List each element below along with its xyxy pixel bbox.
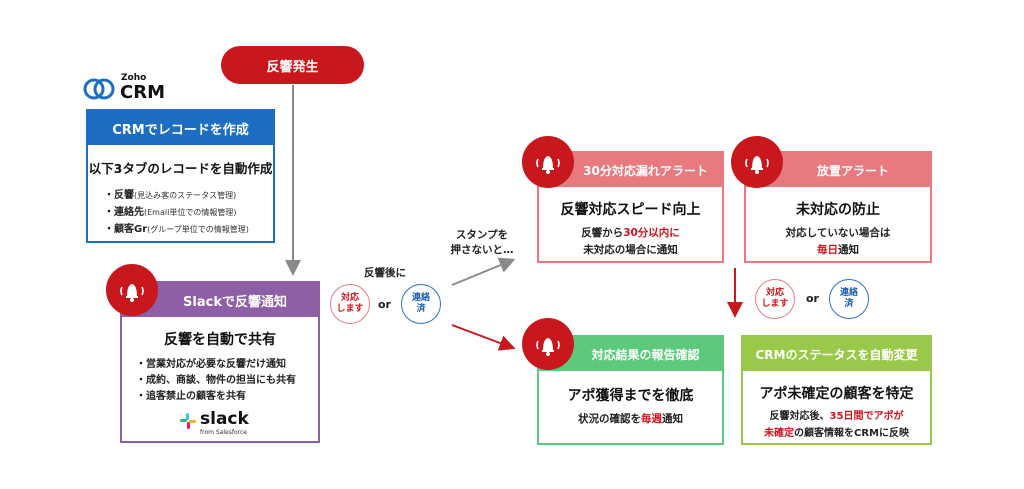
zoho-logo-icon bbox=[83, 78, 115, 100]
zoho-crm-logo: Zoho CRM bbox=[83, 73, 173, 103]
alert-idle-title: 未対応の防止 bbox=[796, 202, 880, 218]
bell-icon bbox=[536, 338, 560, 356]
slack-logo-icon bbox=[180, 413, 196, 429]
stamp-taiou-shimasu-right: 対応 します bbox=[755, 279, 795, 319]
list-item: ・成約、商談、物件の担当にも共有 bbox=[136, 375, 296, 386]
crm-status-header: CRMのステータスを自動変更 bbox=[743, 337, 930, 371]
bell-icon bbox=[536, 156, 560, 174]
alert-idle-text: 対応していない場合は 毎日通知 bbox=[785, 227, 891, 256]
mid-or-label: or bbox=[378, 298, 391, 311]
slack-logo: slack from Salesforce bbox=[180, 409, 270, 441]
bell-icon bbox=[120, 284, 144, 302]
bell-icon bbox=[745, 156, 769, 174]
stamp-renraku-zumi-right: 連絡 済 bbox=[829, 279, 869, 319]
list-item: ・連絡先(Email単位での情報管理) bbox=[104, 207, 237, 218]
crm-record-card: CRMでレコードを作成 以下3タブのレコードを自動作成 ・反響(見込み客のステー… bbox=[86, 109, 275, 243]
list-item: ・反響(見込み客のステータス管理) bbox=[104, 190, 237, 201]
trigger-pill: 反響発生 bbox=[221, 46, 364, 84]
arrow-to-alert bbox=[451, 257, 516, 286]
stamp-renraku-zumi: 連絡 済 bbox=[401, 284, 441, 324]
alert-idle-bell-badge bbox=[731, 136, 783, 188]
alert-30min-title: 反響対応スピード向上 bbox=[560, 202, 701, 218]
list-item: ・営業対応が必要な反響だけ通知 bbox=[136, 359, 286, 370]
arrow-to-report bbox=[451, 324, 516, 351]
zoho-brand-small: Zoho bbox=[121, 73, 147, 83]
list-item: ・顧客Gr(グループ単位での情報管理) bbox=[104, 224, 249, 235]
report-check-card: 対応結果の報告確認 アポ獲得までを徹底 状況の確認を毎週通知 bbox=[537, 335, 724, 445]
crm-status-title: アポ未確定の顧客を特定 bbox=[759, 386, 914, 402]
crm-card-list: ・反響(見込み客のステータス管理) ・連絡先(Email単位での情報管理) ・顧… bbox=[104, 187, 273, 238]
alert-30min-bell-badge bbox=[522, 136, 574, 188]
slack-card-title: 反響を自動で共有 bbox=[164, 332, 276, 348]
slack-card-list: ・営業対応が必要な反響だけ通知 ・成約、商談、物件の担当にも共有 ・追客禁止の顧… bbox=[136, 357, 318, 405]
alert-30min-text: 反響から30分以内に 未対応の場合に通知 bbox=[581, 227, 680, 256]
report-check-title: アポ獲得までを徹底 bbox=[567, 388, 694, 404]
report-bell-badge bbox=[522, 318, 574, 370]
report-check-text: 状況の確認を毎週通知 bbox=[578, 413, 683, 425]
crm-card-title: 以下3タブのレコードを自動作成 bbox=[88, 161, 273, 176]
crm-card-header: CRMでレコードを作成 bbox=[88, 111, 273, 145]
crm-status-card: CRMのステータスを自動変更 アポ未確定の顧客を特定 反響対応後、35日間でアポ… bbox=[741, 335, 932, 445]
slack-bell-badge bbox=[106, 264, 158, 316]
zoho-brand-large: CRM bbox=[120, 82, 165, 103]
right-or-label: or bbox=[806, 292, 819, 305]
slack-logo-sub: from Salesforce bbox=[200, 429, 247, 436]
slack-logo-text: slack bbox=[200, 409, 249, 429]
no-stamp-note: スタンプを 押さないと… bbox=[450, 229, 514, 256]
mid-stamps-caption: 反響後に bbox=[364, 267, 406, 279]
slack-notify-card: Slackで反響通知 反響を自動で共有 ・営業対応が必要な反響だけ通知 ・成約、… bbox=[120, 281, 320, 443]
list-item: ・追客禁止の顧客を共有 bbox=[136, 391, 246, 402]
crm-status-text: 反響対応後、35日間でアポが 未確定の顧客情報をCRMに反映 bbox=[764, 411, 909, 439]
stamp-taiou-shimasu: 対応 します bbox=[330, 284, 370, 324]
